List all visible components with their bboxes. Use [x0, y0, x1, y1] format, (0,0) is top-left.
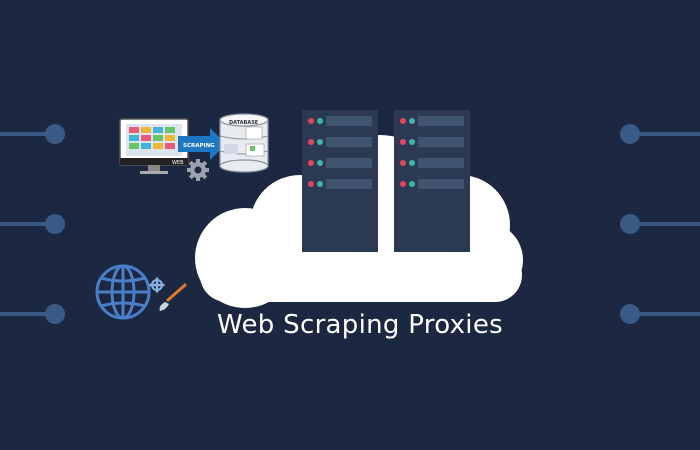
server-icon	[302, 110, 378, 252]
server-icon	[394, 110, 470, 252]
servers	[302, 110, 470, 252]
title-text: Web Scraping Proxies	[217, 310, 503, 340]
circuit-left	[0, 124, 65, 324]
scraping-arrow: SCRAPING	[178, 128, 226, 160]
database-label: DATABASE	[229, 120, 259, 126]
monitor-icon: WEB	[119, 118, 189, 174]
title: Web Scraping Proxies	[0, 310, 700, 340]
paintbrush-icon	[159, 283, 187, 311]
database-icon: DATABASE	[219, 113, 269, 173]
small-gear-icon	[149, 277, 165, 293]
globe-icon	[95, 264, 151, 320]
arrow-label: SCRAPING	[183, 143, 215, 149]
monitor-label: WEB	[172, 160, 184, 166]
gear-icon	[187, 159, 209, 181]
circuit-right	[620, 124, 700, 324]
